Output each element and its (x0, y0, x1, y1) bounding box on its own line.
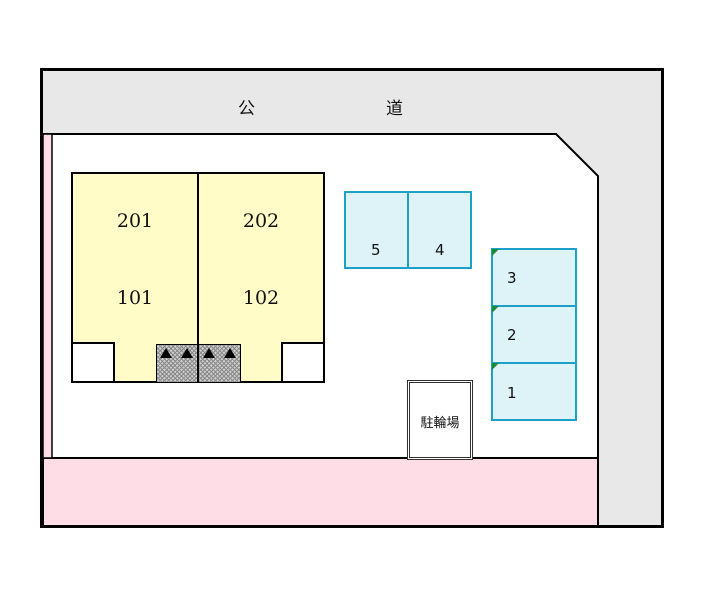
marker-icon (492, 249, 499, 256)
parking-space-4-number: 4 (435, 241, 445, 259)
parking-space-4: 4 (407, 191, 472, 269)
bicycle-parking-label: 駐輪場 (420, 416, 460, 431)
bicycle-parking: 駐輪場 (407, 380, 473, 460)
building-corner-box-left (71, 342, 115, 383)
unit-202-label: 202 (242, 210, 280, 232)
marker-icon (492, 363, 499, 370)
entrance-arrow-icon (160, 348, 172, 358)
entrance-arrow-icon (181, 348, 193, 358)
parking-space-1: 1 (491, 362, 577, 421)
marker-icon (492, 306, 499, 313)
parking-space-5: 5 (344, 191, 409, 269)
road-label-2: 道 (386, 99, 403, 119)
parking-space-5-number: 5 (371, 241, 381, 259)
unit-divider (197, 173, 199, 382)
parking-space-3: 3 (491, 248, 577, 307)
building-corner-box-right (281, 342, 325, 383)
parking-space-2: 2 (491, 305, 577, 364)
parking-space-3-number: 3 (507, 269, 517, 287)
entrance-divider (197, 344, 199, 383)
entrance-arrow-icon (224, 348, 236, 358)
road-label-1: 公 (238, 99, 255, 119)
unit-201-label: 201 (116, 210, 154, 232)
unit-101-label: 101 (116, 287, 154, 309)
parking-space-2-number: 2 (507, 326, 517, 344)
parking-space-1-number: 1 (507, 384, 517, 402)
entrance-arrow-icon (203, 348, 215, 358)
unit-102-label: 102 (242, 287, 280, 309)
